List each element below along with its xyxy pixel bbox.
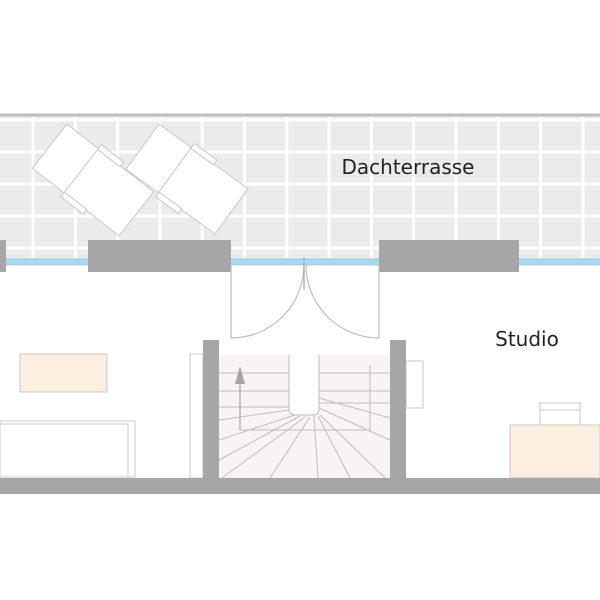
sideboard — [19, 353, 108, 393]
stair-tread — [318, 407, 391, 441]
staircase — [218, 355, 391, 479]
stair-tread — [218, 414, 296, 441]
sofa — [0, 420, 136, 478]
desk-chair — [539, 402, 581, 426]
sun-lounger — [125, 123, 249, 235]
stair-tread — [218, 415, 301, 461]
double-door — [230, 258, 380, 339]
railing-right — [405, 360, 424, 409]
railing-left — [189, 353, 204, 479]
desk — [509, 424, 600, 479]
exterior-wall-bottom — [0, 478, 600, 494]
stair-tread — [319, 414, 386, 479]
sun-lounger — [31, 123, 155, 237]
stair-tread — [269, 416, 311, 479]
stair-direction-arrow-icon — [235, 366, 245, 384]
stair-tread — [318, 397, 391, 419]
stair-tread — [218, 409, 290, 421]
room-label-studio: Studio — [495, 327, 559, 351]
facade-wall — [0, 240, 600, 272]
stair-tread — [317, 415, 351, 479]
room-label-terrace: Dachterrasse — [342, 155, 475, 179]
stair-wall-right — [390, 340, 406, 480]
stair-tread — [221, 416, 306, 479]
stair-wall-left — [203, 340, 219, 480]
stair-tread — [313, 415, 319, 479]
